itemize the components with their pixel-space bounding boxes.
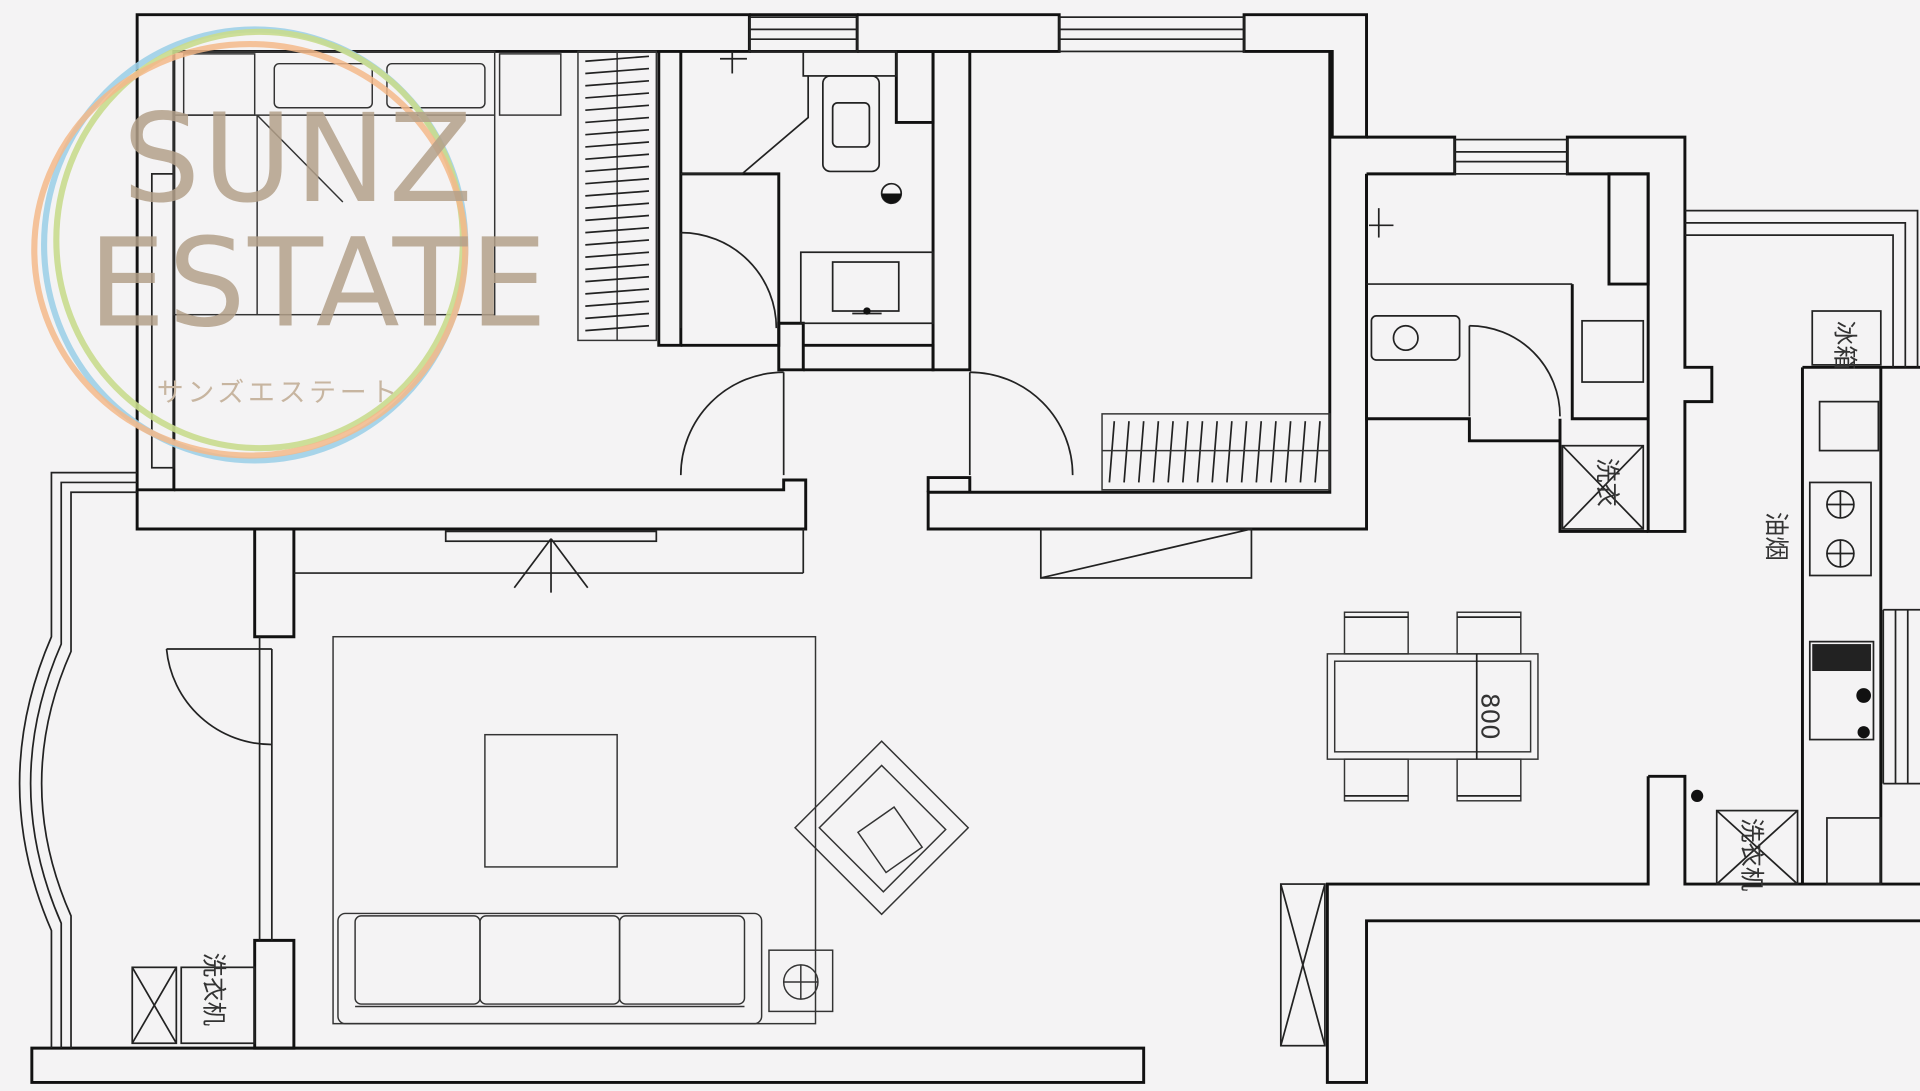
kitchen: 冰箱 油烟 洗衣机	[1691, 310, 1882, 891]
sink-icon	[831, 261, 900, 312]
rug	[332, 635, 817, 1025]
label-washer-balcony: 洗衣机	[200, 953, 229, 1026]
bed	[173, 50, 562, 316]
windows	[18, 16, 1920, 1049]
watermark-line2: ESTATE	[88, 212, 549, 355]
toilet-icon	[822, 75, 881, 173]
wardrobe-right	[1101, 413, 1331, 491]
armchair	[794, 740, 970, 916]
living-room	[332, 635, 970, 1025]
toilet-icon	[1370, 315, 1461, 361]
dining-set: 800	[1326, 611, 1539, 802]
label-range-hood: 油烟	[1762, 512, 1791, 561]
sofa	[337, 912, 763, 1025]
sink-icon	[1581, 319, 1645, 383]
tv-wall	[293, 528, 805, 593]
coffee-table	[484, 733, 618, 868]
watermark: SUNZ ESTATE サンズエステート	[31, 26, 549, 464]
wardrobe-left	[577, 50, 658, 342]
side-table	[768, 949, 834, 1013]
bathroom-2: 洗衣	[1366, 208, 1645, 530]
sink-icon	[1808, 640, 1875, 741]
fridge-right	[1811, 310, 1882, 366]
gas-stove-icon	[1808, 481, 1872, 577]
washer-bath	[1561, 444, 1645, 530]
label-washer-bath: 洗衣	[1593, 458, 1622, 507]
watermark-line1: SUNZ	[122, 87, 475, 230]
washer-balcony: 洗衣机	[131, 953, 256, 1045]
washer-kitchen	[1715, 809, 1799, 885]
watermark-subtitle: サンズエステート	[157, 378, 401, 409]
bathroom-1	[680, 50, 934, 325]
doors	[165, 231, 1561, 941]
label-fridge-right: 冰箱	[1831, 321, 1860, 370]
label-washer-kitchen: 洗衣机	[1738, 818, 1767, 891]
label-table-dimension: 800	[1476, 693, 1505, 740]
